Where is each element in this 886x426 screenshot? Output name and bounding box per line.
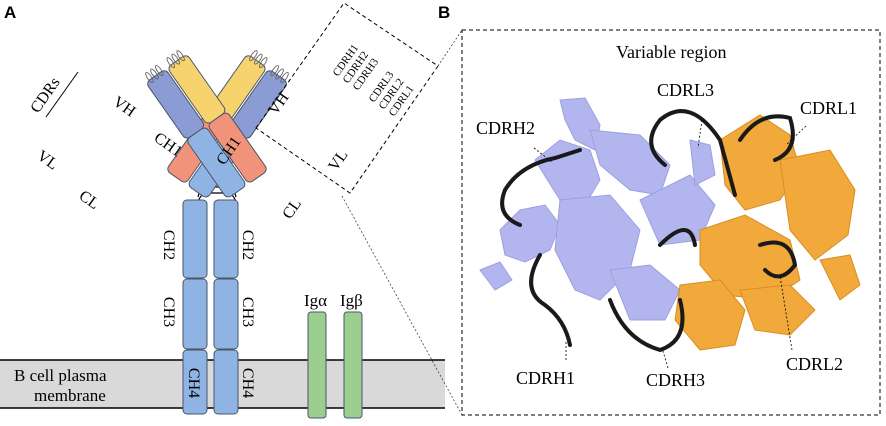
cdr-name-list: CDRH1 CDRH2 CDRH3 CDRL3 CDRL2 CDRL1 bbox=[331, 42, 417, 118]
cdrl1-label: CDRL1 bbox=[800, 98, 857, 118]
ch4-right-domain bbox=[213, 349, 239, 415]
cdrh2-loop bbox=[503, 148, 582, 192]
vl-label-right: VL bbox=[325, 147, 351, 174]
ig-alpha-domain bbox=[307, 311, 327, 419]
cdrs-bracket-line bbox=[45, 71, 79, 118]
heavy-chain-left-stem bbox=[182, 199, 208, 415]
ig-beta-label: Igβ bbox=[340, 291, 363, 310]
cdr-loops bbox=[500, 109, 798, 353]
panel-a-letter: A bbox=[4, 3, 16, 22]
ch4-left-domain bbox=[182, 349, 208, 415]
variable-region-panel bbox=[461, 29, 881, 416]
ch3-label-right: CH3 bbox=[239, 297, 256, 327]
cdrl2-label: CDRL2 bbox=[786, 354, 843, 374]
ch4-label-left: CH4 bbox=[185, 368, 202, 398]
cdrs-label: CDRs bbox=[27, 74, 63, 116]
cdrl3-loop-tail bbox=[649, 118, 667, 167]
vl-label-left: VL bbox=[34, 147, 61, 173]
right-cdr-loops bbox=[145, 50, 185, 83]
cdrl3-loop bbox=[658, 109, 737, 197]
cdrh1-loop bbox=[529, 253, 572, 347]
vh-right-domain bbox=[147, 70, 205, 139]
ig-alpha-label: Igα bbox=[304, 291, 327, 310]
cdrh2-label: CDRH2 bbox=[476, 118, 535, 138]
ch2-right-domain bbox=[213, 199, 239, 279]
left-cdr-loops bbox=[249, 50, 289, 83]
cdrh1-label: CDRH1 bbox=[516, 368, 575, 388]
variable-region-title: Variable region bbox=[616, 42, 726, 62]
cdr-leader-lines bbox=[533, 119, 807, 369]
cdrh2-loop-tail bbox=[500, 188, 522, 227]
ch2-left-domain bbox=[182, 199, 208, 279]
cdrh3-label: CDRH3 bbox=[646, 370, 705, 390]
hinge-bond-inner bbox=[197, 192, 237, 204]
ch2-label-left: CH2 bbox=[160, 230, 177, 260]
right-fab-arm bbox=[145, 50, 267, 198]
panel-b-letter: B bbox=[438, 3, 450, 22]
ch3-right-domain bbox=[213, 278, 239, 350]
cl-label-right: CL bbox=[279, 196, 305, 223]
cdrl2-loop bbox=[758, 240, 798, 279]
cdrh3-loop-top bbox=[658, 228, 697, 247]
heavy-chain-ribbon bbox=[479, 97, 716, 321]
membrane-label-line1: B cell plasma bbox=[14, 366, 107, 385]
ch2-label-right: CH2 bbox=[239, 230, 256, 260]
zoom-connector-top bbox=[437, 29, 463, 67]
zoom-connector-bottom bbox=[341, 195, 463, 416]
ch3-label-left: CH3 bbox=[160, 297, 177, 327]
heavy-chain-right-stem bbox=[213, 199, 239, 415]
cdrl3-label: CDRL3 bbox=[657, 80, 714, 100]
membrane-label-line2: membrane bbox=[34, 386, 106, 405]
ch4-label-right: CH4 bbox=[239, 368, 256, 398]
cdrh3-loop bbox=[608, 298, 685, 353]
cdrl1-loop bbox=[738, 114, 795, 162]
vl-right-domain bbox=[168, 55, 226, 124]
cl-label-left: CL bbox=[76, 187, 103, 213]
ig-beta-domain bbox=[343, 311, 363, 419]
vh-label-left: VH bbox=[110, 93, 139, 120]
ch3-left-domain bbox=[182, 278, 208, 350]
